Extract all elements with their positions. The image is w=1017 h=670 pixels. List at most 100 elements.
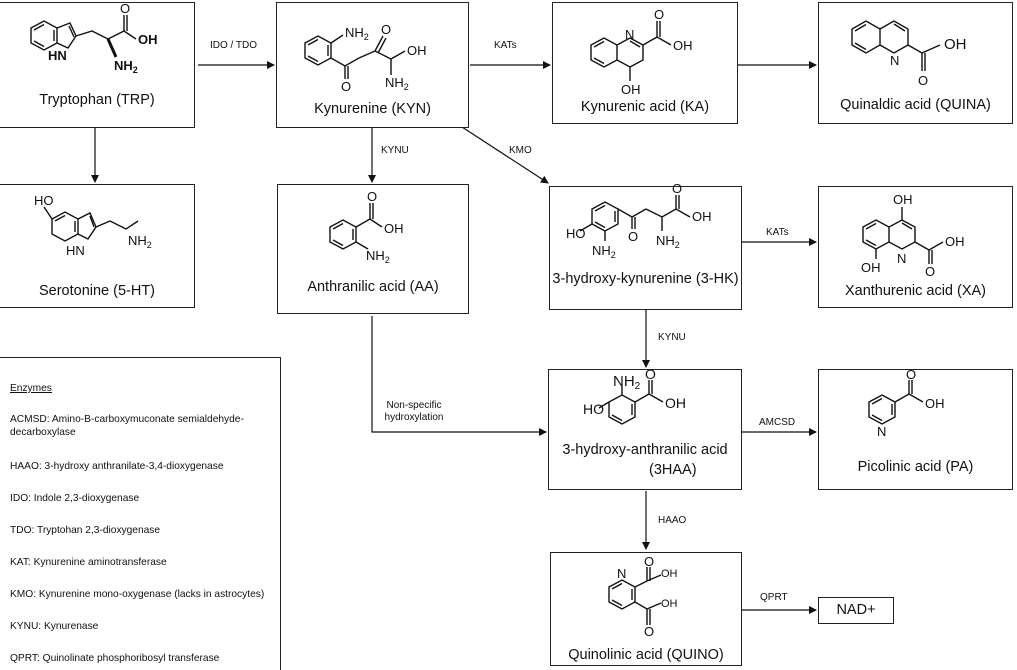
serotonin-hn-atom: HN	[66, 243, 85, 258]
ka-oh-atom: OH	[673, 38, 693, 53]
serotonin-structure: HO HN NH2	[34, 193, 152, 258]
ka-o-atom: O	[654, 7, 664, 22]
compound-label-haa-1: 3-hydroxy-anthranilic acid	[562, 442, 728, 458]
quino-o-atom-2: O	[644, 624, 654, 639]
compound-label-nad: NAD+	[836, 602, 876, 618]
compound-label-haa-2: (3HAA)	[649, 462, 697, 478]
hk-oh-atom: OH	[692, 209, 712, 224]
compound-label-pa: Picolinic acid (PA)	[857, 459, 974, 475]
picolinic-acid-structure: N O OH	[868, 367, 945, 439]
compound-label-xa: Xanthurenic acid (XA)	[844, 283, 987, 299]
enzyme-label-amcsd: AMCSD	[759, 417, 796, 428]
3-hydroxy-anthranilic-acid-structure: HO NH2 O OH	[583, 366, 686, 425]
hk-nh2-atom: NH2	[592, 243, 616, 260]
enzyme-label-kmo: KMO	[509, 145, 532, 156]
3-hydroxy-kynurenine-structure: HO NH2 O O OH NH2	[566, 181, 712, 260]
compound-box-ka: N O OH OH Kynurenic acid (KA)	[552, 2, 738, 124]
quina-n-atom: N	[890, 53, 899, 68]
xa-o-atom: O	[925, 264, 935, 279]
enzyme-label-kynu-2: KYNU	[658, 332, 686, 343]
compound-label-serotonin: Serotonine (5-HT)	[38, 283, 156, 299]
legend-item-acmsd: ACMSD: Amino-B-carboxymuconate semialdeh…	[10, 414, 244, 438]
compound-label-hk: 3-hydroxy-kynurenine (3-HK)	[552, 271, 739, 287]
nonspecific-line-2: hydroxylation	[384, 412, 444, 423]
pa-n-atom: N	[877, 424, 886, 439]
kyn-oh-atom: OH	[407, 43, 427, 58]
serotonin-nh2-atom: NH2	[128, 233, 152, 250]
trp-oh-atom: OH	[138, 32, 158, 47]
anthranilic-acid-structure: O OH NH2	[329, 189, 404, 265]
xa-oh-atom-3: OH	[945, 234, 965, 249]
xa-oh-atom: OH	[893, 192, 913, 207]
aa-oh-atom: OH	[384, 221, 404, 236]
compound-box-nad: NAD+	[818, 597, 894, 624]
enzyme-label-haao: HAAO	[658, 515, 687, 526]
quino-n-atom: N	[617, 566, 626, 581]
xanthurenic-acid-structure: OH OH N O OH	[861, 192, 965, 279]
compound-box-serotonin: HO HN NH2 Serotonine (5-HT)	[0, 184, 195, 308]
enzyme-label-qprt: QPRT	[760, 592, 788, 603]
compound-box-xa: OH OH N O OH Xanthurenic acid (XA)	[818, 186, 1013, 308]
compound-box-aa: O OH NH2 Anthranilic acid (AA)	[277, 184, 469, 314]
compound-box-kyn: NH2 O O OH NH2 Kynurenine (KYN)	[276, 2, 469, 128]
hk-ho-atom: HO	[566, 226, 586, 241]
quino-oh-atom: OH	[661, 568, 678, 580]
kynurenine-structure: NH2 O O OH NH2	[304, 22, 427, 94]
legend-item-kmo: KMO: Kynurenine mono-oxygenase (lacks in…	[10, 589, 265, 600]
compound-label-kyn: Kynurenine (KYN)	[314, 101, 431, 117]
compound-label-aa: Anthranilic acid (AA)	[307, 279, 439, 295]
hk-nh2-atom-2: NH2	[656, 233, 680, 250]
xa-oh-atom-2: OH	[861, 260, 881, 275]
pa-oh-atom: OH	[925, 396, 945, 411]
quina-oh-atom: OH	[944, 36, 967, 53]
legend-item-kat: KAT: Kynurenine aminotransferase	[10, 557, 167, 568]
compound-label-quino: Quinolinic acid (QUINO)	[568, 647, 724, 663]
kyn-o-atom: O	[341, 79, 351, 94]
enzymes-legend: Enzymes ACMSD: Amino-B-carboxymuconate s…	[0, 357, 281, 670]
trp-hn-atom: HN	[48, 48, 67, 63]
haa-o-atom: O	[645, 366, 656, 382]
compound-box-pa: N O OH Picolinic acid (PA)	[818, 367, 1013, 490]
ka-n-atom: N	[625, 27, 634, 42]
serotonin-ho-atom: HO	[34, 193, 54, 208]
compound-box-hk: HO NH2 O O OH NH2 3-hydroxy-kynurenine (…	[549, 181, 742, 310]
trp-o-atom: O	[120, 1, 130, 16]
enzyme-label-kynu: KYNU	[381, 145, 409, 156]
aa-nh2-atom: NH2	[366, 248, 390, 265]
enzyme-label-nonspecific: Non-specific hydroxylation	[374, 400, 454, 424]
kyn-nh2-atom: NH2	[345, 25, 369, 42]
ka-oh-atom-2: OH	[621, 82, 641, 97]
legend-item-tdo: TDO: Tryptohan 2,3-dioxygenase	[10, 525, 161, 536]
haa-nh2-atom: NH2	[613, 373, 641, 392]
enzyme-label-ido-tdo: IDO / TDO	[210, 40, 258, 51]
quinolinic-acid-structure: N O OH OH O	[608, 554, 678, 639]
hk-o-atom: O	[628, 229, 638, 244]
pa-o-atom: O	[906, 367, 916, 382]
trp-nh2-atom: NH2	[114, 58, 138, 75]
compound-box-trp: O OH HN NH2 Tryptophan (TRP)	[0, 1, 195, 128]
quino-oh-atom-2: OH	[661, 598, 678, 610]
legend-title: Enzymes	[10, 383, 52, 394]
enzyme-label-kats-2: KATs	[766, 227, 789, 238]
quino-o-atom: O	[644, 554, 654, 569]
aa-o-atom: O	[367, 189, 377, 204]
kyn-nh2-atom-2: NH2	[385, 75, 409, 92]
haa-ho-atom: HO	[583, 401, 604, 417]
legend-item-ido: IDO: Indole 2,3-dioxygenase	[10, 493, 140, 504]
compound-box-quino: N O OH OH O Quinolinic acid (QUINO)	[550, 552, 742, 666]
compound-box-quina: N O OH Quinaldic acid (QUINA)	[818, 2, 1013, 124]
hk-o-atom-2: O	[672, 181, 682, 196]
compound-label-quina: Quinaldic acid (QUINA)	[840, 97, 991, 113]
xa-n-atom: N	[897, 251, 906, 266]
compound-label-ka: Kynurenic acid (KA)	[580, 99, 710, 115]
haa-oh-atom: OH	[665, 395, 686, 411]
legend-item-haao: HAAO: 3-hydroxy anthranilate-3,4-dioxyge…	[10, 461, 224, 472]
quinaldic-acid-structure: N O OH	[851, 20, 967, 88]
compound-box-haa: HO NH2 O OH 3-hydroxy-anthranilic acid (…	[548, 366, 742, 490]
compound-label-trp: Tryptophan (TRP)	[39, 92, 155, 108]
arrow-kyn-hk	[461, 126, 549, 184]
tryptophan-structure: O OH HN NH2	[30, 1, 158, 75]
kynurenic-acid-structure: N O OH OH	[590, 7, 693, 97]
enzyme-label-kats: KATs	[494, 40, 517, 51]
legend-item-kynu: KYNU: Kynurenase	[10, 621, 99, 632]
